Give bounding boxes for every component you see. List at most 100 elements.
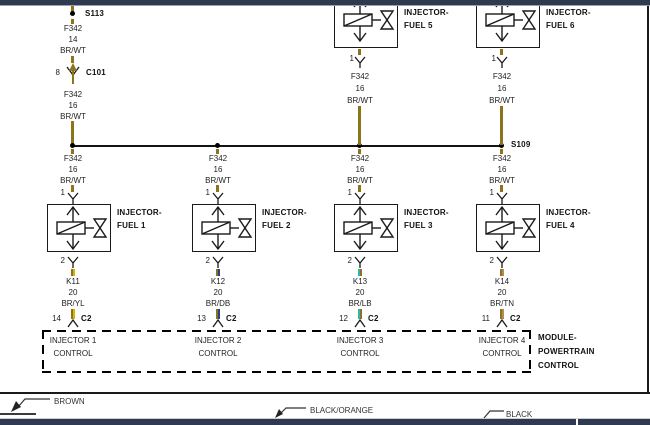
terminal-icon bbox=[496, 319, 508, 328]
control-wire-segment bbox=[500, 309, 504, 319]
wire-color-label: BR/WT bbox=[60, 112, 86, 121]
splice-s113-label: S113 bbox=[85, 9, 105, 18]
legend-arrow-icon bbox=[275, 407, 306, 418]
feed-bus-line bbox=[72, 145, 502, 147]
c2-pin: 13 bbox=[197, 314, 206, 323]
legend-brown-label: BROWN bbox=[54, 397, 85, 406]
injector-fuel1-pin-bottom: 2 bbox=[60, 256, 65, 265]
bottom-bar-highlight bbox=[0, 418, 650, 419]
injector-fuel1-name: INJECTOR- bbox=[117, 208, 162, 217]
wire-segment bbox=[500, 149, 503, 154]
wire-gauge-label: 16 bbox=[68, 165, 78, 174]
control-wire-segment bbox=[71, 309, 75, 319]
wire-color-label: BR/YL bbox=[61, 299, 85, 308]
terminal-icon bbox=[496, 192, 508, 204]
pcm-ctrl-label: INJECTOR 3 bbox=[336, 336, 384, 345]
c2-pin: 12 bbox=[339, 314, 348, 323]
control-wire-segment bbox=[500, 269, 504, 276]
injector-fuel4-pin-bottom: 2 bbox=[489, 256, 494, 265]
wire-gauge-label: 20 bbox=[68, 288, 78, 297]
injector-fuel2-name: INJECTOR- bbox=[262, 208, 307, 217]
pcm-box-edge bbox=[42, 371, 531, 373]
connector-c2-label: C2 bbox=[81, 314, 92, 323]
pcm-ctrl-label: INJECTOR 1 bbox=[49, 336, 97, 345]
terminal-icon bbox=[354, 56, 366, 68]
terminal-icon bbox=[354, 319, 366, 328]
injector-symbol-icon bbox=[201, 205, 253, 251]
c2-pin: 14 bbox=[52, 314, 61, 323]
wire-color-label: BR/WT bbox=[205, 176, 231, 185]
feed-wire-segment bbox=[71, 56, 74, 63]
legend-arrow-icon bbox=[11, 398, 50, 412]
connector-c101-label: C101 bbox=[86, 68, 106, 77]
injector-fuel4-name: FUEL 4 bbox=[546, 221, 575, 230]
wire-gauge-label: 16 bbox=[355, 84, 365, 93]
legend-black-label: BLACK bbox=[506, 410, 533, 419]
injector-fuel1-pin-top: 1 bbox=[60, 188, 65, 197]
feed-wire-segment bbox=[71, 19, 74, 24]
wire-segment bbox=[500, 185, 503, 192]
terminal-icon bbox=[67, 192, 79, 204]
terminal-icon bbox=[67, 256, 79, 268]
wire-color-label: BR/WT bbox=[60, 176, 86, 185]
feed-wire-segment bbox=[71, 6, 74, 12]
splice-s109-dot bbox=[499, 143, 504, 148]
wire-color-label: BR/WT bbox=[347, 176, 373, 185]
c2-pin: 11 bbox=[481, 314, 490, 323]
injector-fuel5-pin: 1 bbox=[349, 54, 354, 63]
wire-segment bbox=[500, 49, 503, 55]
terminal-icon bbox=[212, 319, 224, 328]
injector-fuel2-pin-top: 1 bbox=[205, 188, 210, 197]
legend-arrow-icon bbox=[483, 410, 504, 419]
pcm-ctrl-label: CONTROL bbox=[340, 349, 380, 358]
terminal-icon bbox=[496, 56, 508, 68]
wire-segment bbox=[358, 149, 361, 154]
injector-fuel2-pin-bottom: 2 bbox=[205, 256, 210, 265]
wire-segment bbox=[358, 106, 361, 145]
wire-gauge-label: 16 bbox=[213, 165, 223, 174]
wire-circuit-label: F342 bbox=[208, 154, 228, 163]
wire-circuit-label: F342 bbox=[492, 72, 512, 81]
bottom-bar-divider bbox=[576, 419, 578, 425]
legend-wire-sample bbox=[0, 413, 36, 415]
control-wire-segment bbox=[71, 269, 75, 276]
wire-segment bbox=[216, 185, 219, 192]
bus-junction-dot bbox=[215, 143, 220, 148]
pcm-ctrl-label: INJECTOR 4 bbox=[478, 336, 526, 345]
injector-fuel3-name: INJECTOR- bbox=[404, 208, 449, 217]
wire-color-label: BR/WT bbox=[489, 96, 515, 105]
terminal-icon bbox=[212, 256, 224, 268]
pcm-ctrl-label: CONTROL bbox=[53, 349, 93, 358]
injector-fuel3-pin-top: 1 bbox=[347, 188, 352, 197]
wire-circuit-label: F342 bbox=[63, 24, 83, 33]
wire-gauge-label: 16 bbox=[355, 165, 365, 174]
wire-segment bbox=[358, 185, 361, 192]
control-wire-segment bbox=[216, 269, 220, 276]
connector-c101-pin: 8 bbox=[55, 68, 60, 77]
connector-c2-label: C2 bbox=[226, 314, 237, 323]
wire-gauge-label: 16 bbox=[68, 101, 78, 110]
pcm-name: CONTROL bbox=[538, 361, 579, 370]
injector-symbol-icon bbox=[56, 205, 108, 251]
legend-black-orange-label: BLACK/ORANGE bbox=[310, 406, 374, 415]
wire-gauge-label: 20 bbox=[497, 288, 507, 297]
wire-circuit-label: K11 bbox=[66, 277, 80, 286]
injector-fuel3-name: FUEL 3 bbox=[404, 221, 433, 230]
injector-symbol-icon bbox=[343, 0, 395, 43]
control-wire-segment bbox=[216, 309, 220, 319]
wire-circuit-label: K12 bbox=[210, 277, 226, 286]
wire-circuit-label: F342 bbox=[63, 90, 83, 99]
wire-color-label: BR/WT bbox=[60, 46, 86, 55]
wire-segment bbox=[500, 106, 503, 145]
injector-symbol-icon bbox=[343, 205, 395, 251]
feed-wire-segment bbox=[71, 121, 74, 145]
pcm-ctrl-label: CONTROL bbox=[482, 349, 522, 358]
injector-fuel6-pin: 1 bbox=[491, 54, 496, 63]
injector-fuel3-pin-bottom: 2 bbox=[347, 256, 352, 265]
terminal-icon bbox=[354, 256, 366, 268]
wire-color-label: BR/LB bbox=[348, 299, 372, 308]
wire-circuit-label: K14 bbox=[494, 277, 510, 286]
wire-circuit-label: K13 bbox=[352, 277, 368, 286]
control-wire-segment bbox=[358, 269, 362, 276]
